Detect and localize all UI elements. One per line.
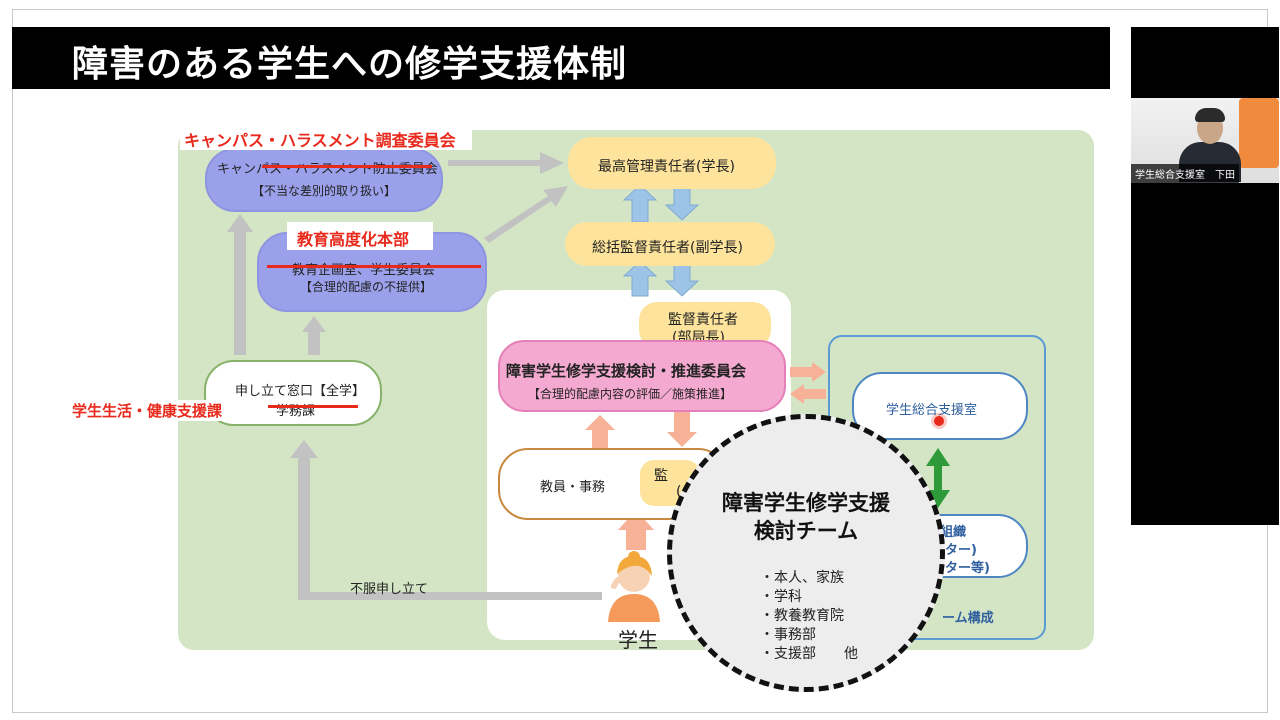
vice-president-box <box>565 222 775 266</box>
arrow-harassment-to-president <box>448 152 564 174</box>
green-double-arrow <box>926 448 950 508</box>
vice-president-label: 総括監督責任者(副学長) <box>592 240 743 256</box>
arrow-down-blue-1 <box>664 185 700 221</box>
arrow-edu-to-president <box>484 186 568 243</box>
team-title-line1: 障害学生修学支援 <box>722 491 890 515</box>
appeal-window-box <box>204 360 382 426</box>
team-member-item: ・事務部 <box>760 627 816 643</box>
arrow-student-up <box>618 510 654 550</box>
promotion-committee-label: 障害学生修学支援検討・推進委員会 <box>506 362 747 380</box>
slide-title: 障害のある学生への修学支援体制 <box>72 44 628 85</box>
harassment-role: 【不当な差別的取り扱い】 <box>252 184 397 198</box>
other-org-partial-1: 組織 <box>940 525 967 540</box>
team-member-item: ・支援部 他 <box>760 646 858 662</box>
support-office-box <box>852 372 1028 440</box>
harassment-committee-box <box>205 148 443 212</box>
president-label: 最高管理責任者(学長) <box>598 159 735 175</box>
harassment-strikethrough <box>262 165 432 168</box>
staff-label: 教員・事務 <box>540 480 606 495</box>
pointer-dot <box>934 416 944 426</box>
arrow-up-to-edu <box>302 316 326 355</box>
student-figure-icon <box>608 551 660 622</box>
arrow-up-blue-1 <box>622 184 658 223</box>
participant-video[interactable]: 学生総合支援室 下田 <box>1131 98 1279 183</box>
appeal-label: 不服申し立て <box>350 582 429 597</box>
education-new-name: 教育高度化本部 <box>287 222 433 250</box>
appeal-window-new: 学生生活・健康支援課 <box>68 400 227 421</box>
education-role: 【合理的配慮の不提供】 <box>300 280 433 294</box>
student-label: 学生 <box>618 628 658 652</box>
staff-partial-2: ( <box>676 484 682 500</box>
education-old-name: 教育企画室、学生委員会 <box>292 263 436 278</box>
arrow-committee-to-support <box>790 362 826 382</box>
appeal-window-strikethrough <box>268 405 358 408</box>
support-office-label: 学生総合支援室 <box>886 403 978 418</box>
curtain-shape <box>1239 98 1279 168</box>
title-bar: 障害のある学生への修学支援体制 <box>12 27 1110 89</box>
arrow-up-to-harassment <box>227 214 253 355</box>
arrow-support-to-committee <box>790 384 826 404</box>
appeal-window-label: 申し立て窓口【全学】 <box>235 384 366 399</box>
promotion-committee-role: 【合理的配慮内容の評価／施策推進】 <box>528 387 733 401</box>
president-box <box>568 137 776 189</box>
supervisor-label-1: 監督責任者 <box>668 312 738 328</box>
harassment-new-name: キャンパス・ハラスメント調査委員会 <box>180 124 472 150</box>
team-member-item: ・学科 <box>760 589 802 605</box>
person-hair <box>1195 108 1225 122</box>
team-member-item: ・本人、家族 <box>760 570 844 586</box>
participant-name: 学生総合支援室 下田 <box>1131 164 1239 183</box>
arrow-committee-to-staff <box>667 412 697 447</box>
support-team-circle: 障害学生修学支援 検討チーム ・本人、家族 ・学科 ・教養教育院 ・事務部 ・支… <box>667 414 945 692</box>
other-org-partial-2: ター) <box>945 543 977 558</box>
team-title-line2: 検討チーム <box>753 519 859 543</box>
other-org-partial-3: ター等) <box>945 561 990 576</box>
appeal-window-old: 学務課 <box>276 404 316 419</box>
team-member-item: ・教養教育院 <box>760 608 844 624</box>
staff-partial-1: 監 <box>654 468 668 484</box>
team-composition-label: ーム構成 <box>942 611 994 626</box>
education-strikethrough <box>267 265 481 268</box>
promotion-committee-box <box>498 340 786 412</box>
arrow-down-blue-2 <box>664 261 700 297</box>
arrow-staff-to-committee <box>585 415 615 452</box>
arrow-up-blue-2 <box>622 260 658 297</box>
